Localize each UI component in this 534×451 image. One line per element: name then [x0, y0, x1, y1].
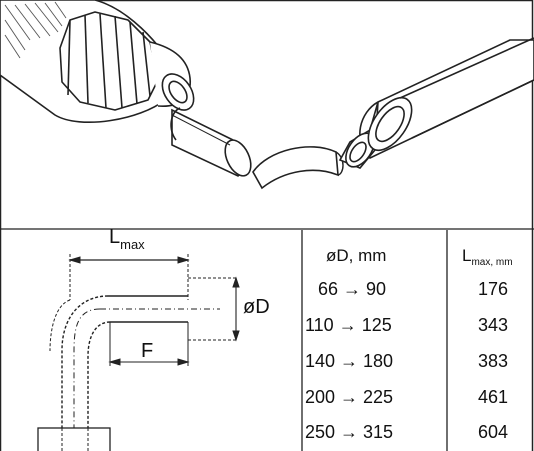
table-row-2-lmax: 343 — [478, 315, 509, 335]
table-row-1-lmax: 176 — [478, 279, 509, 299]
table-header-lmax-main: L — [462, 246, 472, 265]
table-row-4-range: 200 → 225 — [305, 387, 394, 407]
f-label: F — [141, 340, 154, 362]
lmax-label: Lmax — [109, 226, 145, 252]
dimension-table-grid — [301, 230, 448, 451]
hot-air-gun-illustration — [0, 0, 195, 124]
bend-drawing — [37, 254, 240, 451]
lmax-label-main: L — [109, 226, 121, 248]
table-header-lmax: Lmax, mm — [462, 246, 513, 268]
table-header-diameter: øD, mm — [326, 246, 387, 265]
table-row-4-lmax: 461 — [478, 387, 509, 407]
od-label: øD — [243, 296, 270, 318]
right-pipe — [338, 37, 534, 169]
left-pipe — [170, 107, 252, 177]
table-row-3-lmax: 383 — [478, 351, 509, 371]
table-header-lmax-sub: max, mm — [471, 257, 513, 268]
table-row-3-range: 140 → 180 — [305, 351, 394, 371]
table-row-2-range: 110 → 125 — [305, 315, 392, 335]
bend-fitting — [252, 146, 339, 190]
coupling-box — [37, 427, 111, 451]
table-row-5-lmax: 604 — [478, 422, 509, 442]
table-row-1-range: 66 → 90 — [318, 279, 387, 299]
table-row-5-range: 250 → 315 — [305, 422, 394, 442]
pipe-centerline-v — [73, 308, 101, 451]
lmax-label-sub: max — [120, 237, 145, 252]
